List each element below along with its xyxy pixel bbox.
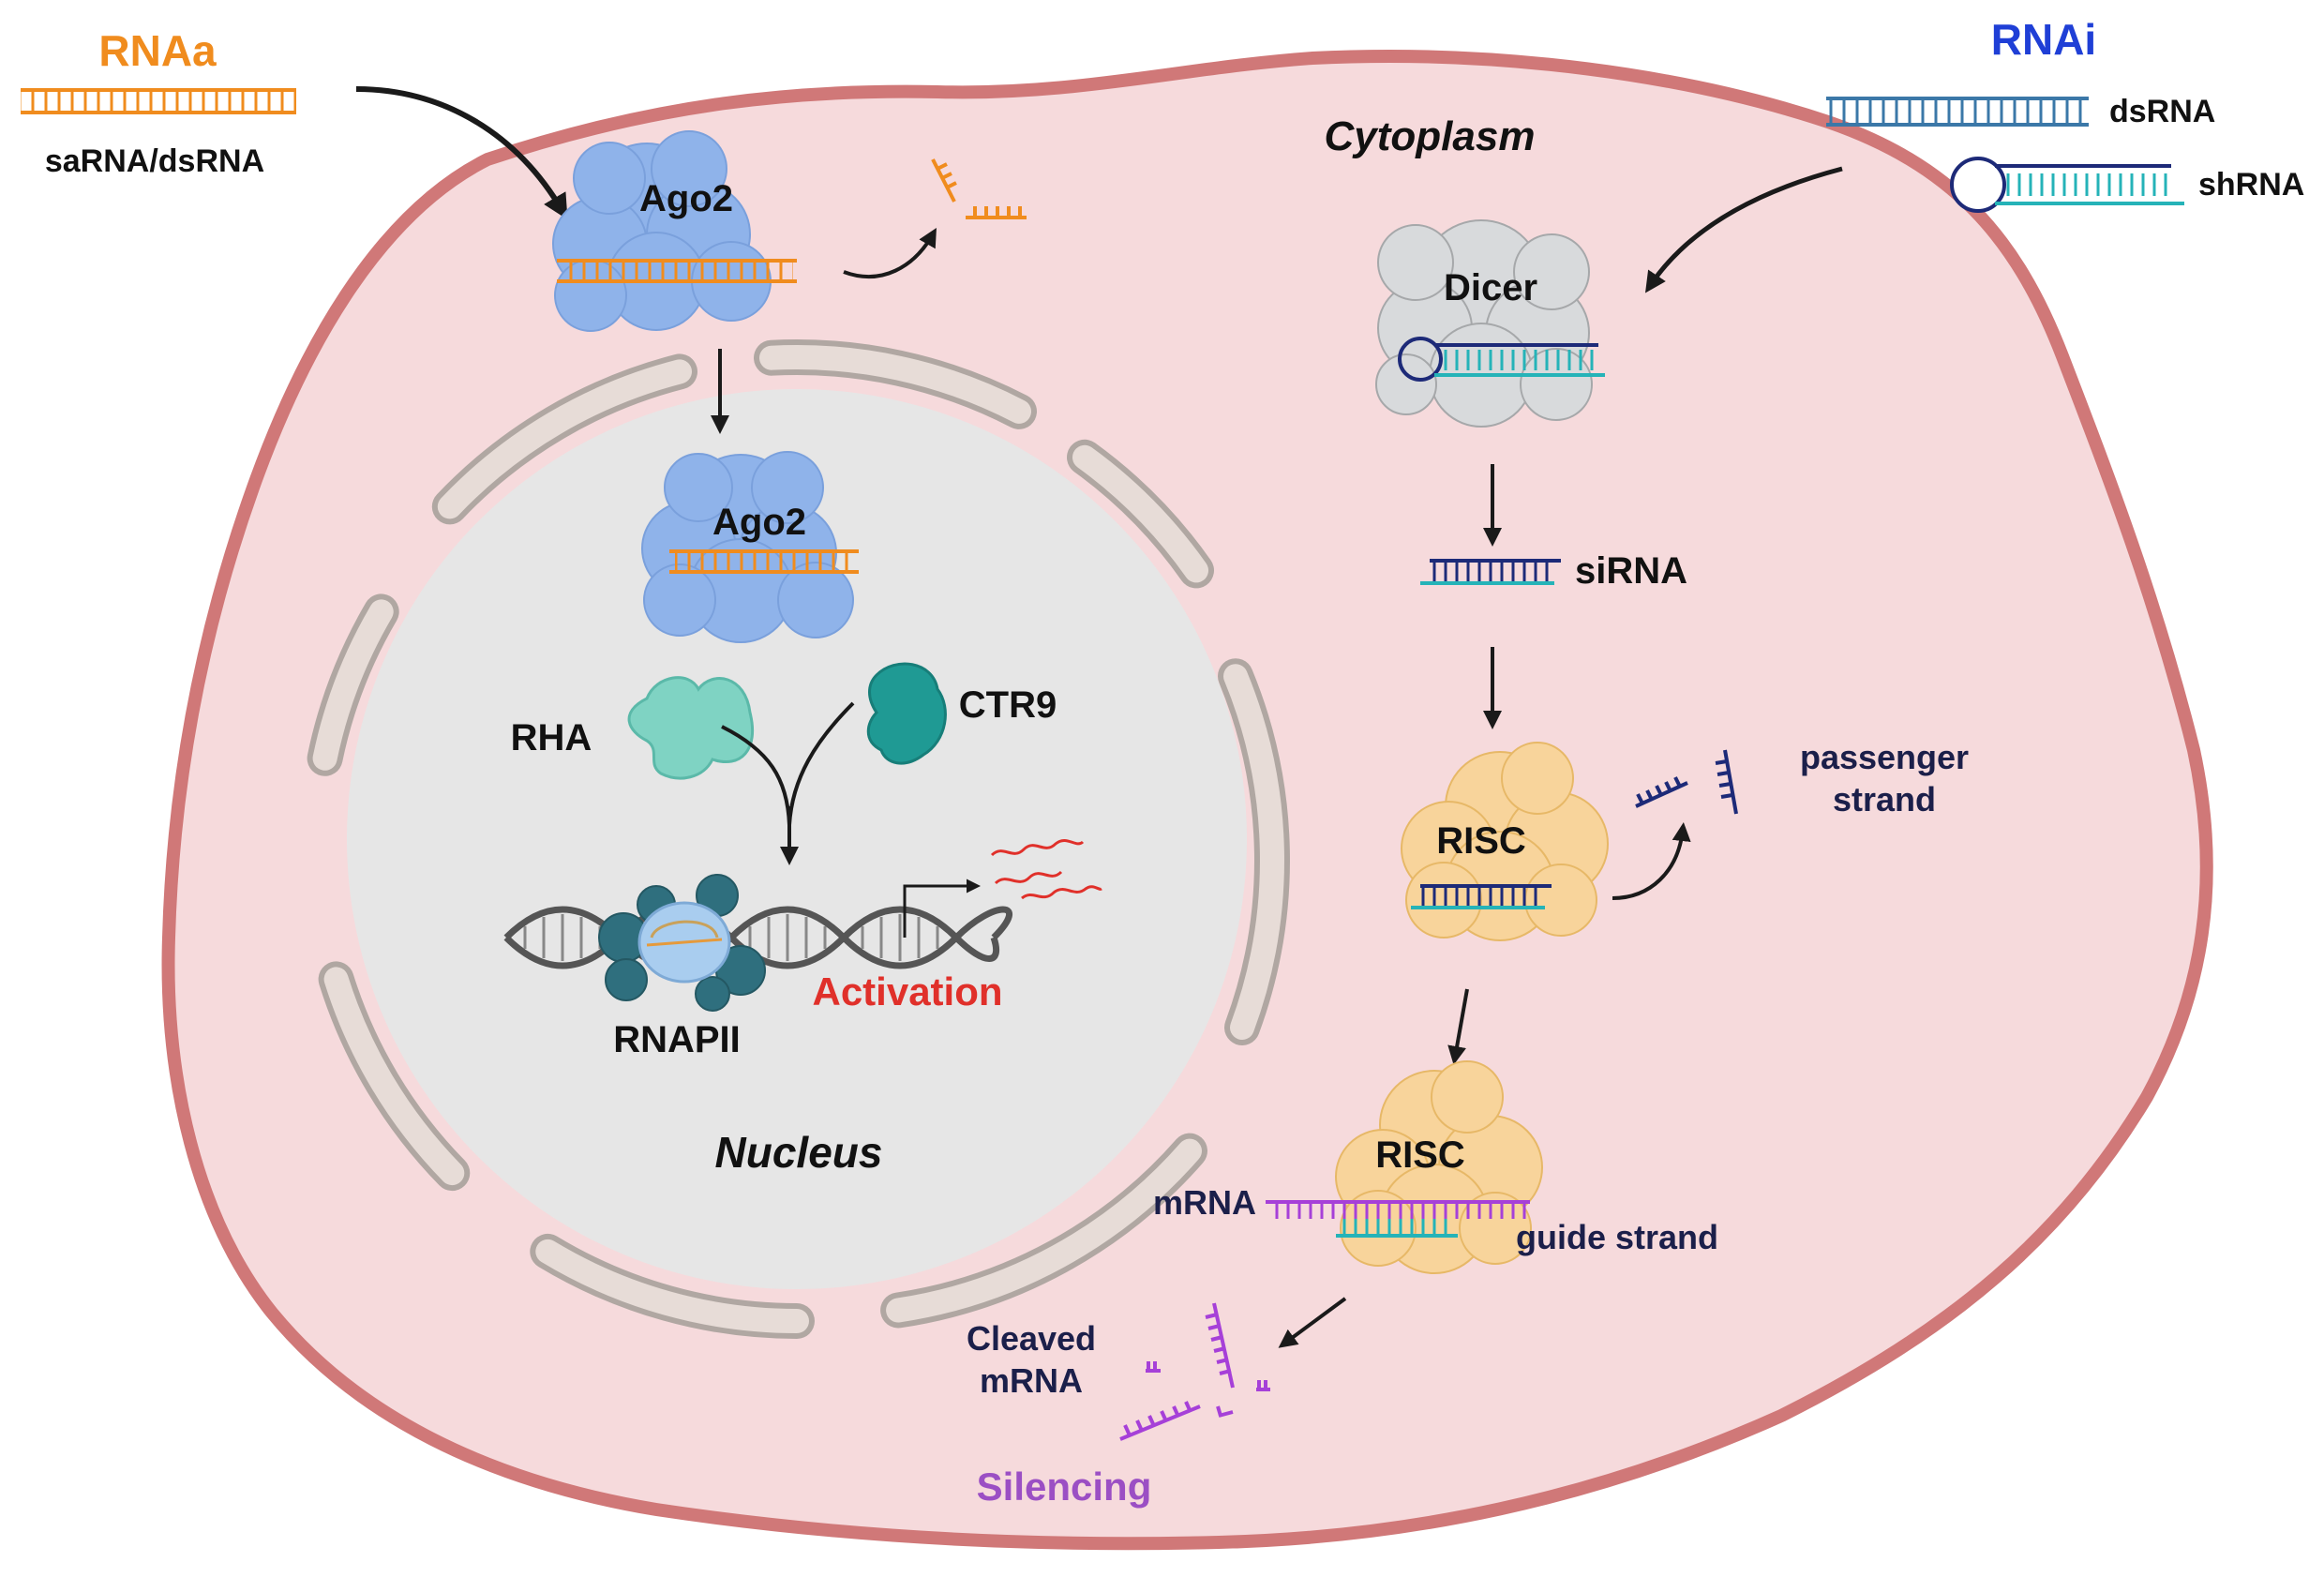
cytoplasm-label: Cytoplasm xyxy=(1325,113,1536,159)
rnaa-title: RNAa xyxy=(98,26,217,75)
ago2-cytoplasm-label: Ago2 xyxy=(639,178,733,219)
passenger-strand-label-line2: strand xyxy=(1833,780,1936,819)
ctr9-protein xyxy=(866,662,947,765)
guide-strand-label: guide strand xyxy=(1516,1218,1718,1256)
passenger-strand-icon xyxy=(1635,749,1738,815)
rnai-title: RNAi xyxy=(1991,15,2096,64)
ago2-cytoplasm-protein xyxy=(552,130,797,332)
passenger-release-arrow-rnai xyxy=(1612,822,1691,900)
risc-active-label: RISC xyxy=(1375,1134,1465,1176)
shrna-label: shRNA xyxy=(2198,167,2304,203)
shrna-icon xyxy=(1950,157,2184,213)
risc-loading-protein xyxy=(1401,742,1609,941)
activation-label: Activation xyxy=(812,969,1002,1014)
risc-loading-label: RISC xyxy=(1436,820,1526,862)
dna-base-pairs xyxy=(523,914,939,961)
mrna-guide-duplex-icon xyxy=(1266,1200,1530,1238)
cleavage-arrow xyxy=(1278,1297,1347,1348)
rnaa-entry-arrow xyxy=(355,86,568,220)
sirna-icon xyxy=(1420,559,1561,585)
nucleus-label: Nucleus xyxy=(715,1128,883,1177)
ctr9-label: CTR9 xyxy=(959,684,1057,726)
risc-activation-arrow xyxy=(1447,988,1469,1065)
rha-label: RHA xyxy=(511,717,592,758)
rha-protein xyxy=(627,676,755,780)
passenger-strand-label-line1: passenger xyxy=(1800,738,1969,776)
cleaved-mrna-fragments-icon xyxy=(1119,1302,1270,1441)
mrna-label: mRNA xyxy=(1153,1183,1256,1222)
rnaa-dsrna-icon xyxy=(21,88,296,114)
rnap2-label: RNAPII xyxy=(613,1019,741,1060)
rnai-dsrna-icon xyxy=(1826,97,2089,127)
complex-assembly-arrow xyxy=(721,701,855,865)
risc-loaded-sirna-icon xyxy=(1411,884,1552,909)
dicer-bound-shrna-icon xyxy=(1398,337,1605,382)
rnap2-complex xyxy=(598,874,766,1012)
rnaa-input-label: saRNA/dsRNA xyxy=(45,143,264,179)
passenger-release-arrow-rnaa xyxy=(843,228,937,278)
ago2-nucleus-protein xyxy=(641,451,859,643)
dicer-protein xyxy=(1375,219,1593,428)
silencing-label: Silencing xyxy=(977,1464,1152,1509)
cleaved-mrna-label-line2: mRNA xyxy=(980,1361,1083,1400)
transcribed-rna-icon xyxy=(990,838,1102,900)
rnai-entry-arrow xyxy=(1645,166,1843,293)
nuclear-envelope-inner xyxy=(312,345,1284,1333)
ago2-bound-srna-icon xyxy=(557,259,797,283)
dsrna-label: dsRNA xyxy=(2109,94,2215,129)
dicer-label: Dicer xyxy=(1444,267,1537,308)
transcription-start-arrow xyxy=(903,879,981,938)
discarded-strand-icon xyxy=(931,158,1027,219)
ago2-nucleus-label: Ago2 xyxy=(712,502,806,543)
ago2-nucleus-srna-icon xyxy=(669,549,859,574)
nucleus xyxy=(307,339,1290,1339)
sirna-label: siRNA xyxy=(1575,550,1687,592)
cleaved-mrna-label-line1: Cleaved xyxy=(967,1319,1096,1358)
